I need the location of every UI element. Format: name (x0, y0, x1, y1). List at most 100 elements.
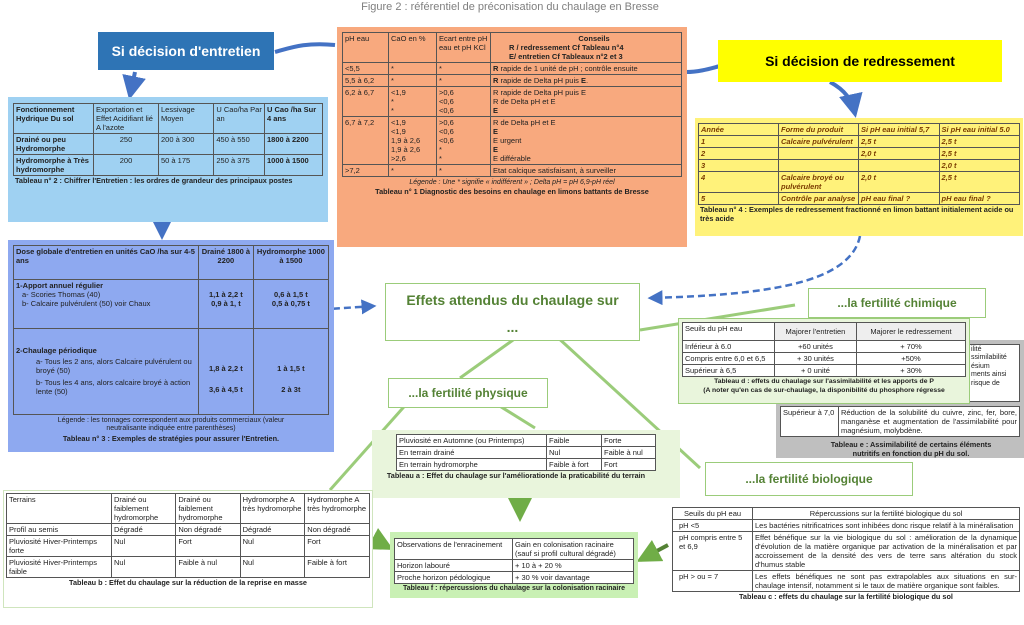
arrow-t4-to-effets (647, 235, 862, 306)
tf-row: Proche horizon pédologique+ 30 % voir da… (394, 571, 634, 584)
t3-legend: Légende : les tonnages correspondent aux… (57, 417, 285, 433)
effets-attendus-box: Effets attendus du chaulage sur ... (385, 283, 640, 341)
t4-caption: Tableau n° 4 : Exemples de redressement … (700, 205, 1014, 223)
table-c-biologique: Seuils du pH eau Répercussions sur la fe… (670, 505, 1022, 623)
arrow-redressement-to-t4 (829, 80, 863, 118)
t1-cell: <5,5 (342, 62, 389, 75)
arrow-effets-to-chimique (639, 303, 796, 332)
label-fertilite-chimique: ...la fertilité chimique (808, 288, 986, 318)
td-row: Supérieur à 6,5+ 0 unité+ 30% (682, 364, 967, 377)
t1-cell: R rapide de 1 unité de pH ; contrôle ens… (490, 62, 682, 75)
arrow-physique-to-tb (328, 399, 412, 491)
tc-caption: Tableau c : effets du chaulage sur la fe… (739, 592, 953, 601)
effets-title: Effets attendus du chaulage sur (406, 292, 619, 308)
td-row: Compris entre 6,0 et 6,5+ 30 unités+50% (682, 352, 967, 365)
figure-title: Figure 2 : référentiel de préconisation … (361, 1, 659, 13)
ta-caption: Tableau a : Effet du chaulage sur l'amél… (386, 471, 646, 480)
table-f-colonisation: Observations de l'enracinement Gain en c… (390, 532, 638, 598)
label-entretien: Si décision d'entretien (98, 32, 274, 70)
t2-cell: 200 à 300 (157, 133, 215, 155)
t1-cell: 6,2 à 6,7 (342, 86, 389, 117)
t3-s1: 1-Apport annuel régulier (16, 281, 104, 291)
arrow-t1-to-entretien (274, 42, 336, 54)
arrow-effets-to-physique (459, 333, 521, 380)
t1-header-cao: CaO en % (388, 32, 437, 63)
t3-s1b: b- Calcaire pulvérulent (50) voir Chaux (22, 299, 151, 309)
t4-header-forme: Forme du produit (778, 123, 859, 136)
table-b-reprise-masse: Terrains Drainé ou faiblement hydromorph… (3, 490, 373, 608)
table-2-entretien: Fonctionnement Hydrique Du sol Exportati… (8, 97, 328, 222)
label-redressement: Si décision de redressement (718, 40, 1002, 82)
tb-header-c3: Hydromorphe A très hydromorphe (239, 493, 306, 524)
t1-cell: <1,9** (388, 86, 437, 117)
t2-cell: 1000 à 1500 (263, 154, 324, 176)
t1-cell: * (436, 164, 491, 177)
table-a-praticabilite: Pluviosité en Automne (ou Printemps)Faib… (372, 430, 680, 498)
tf-header-obs: Observations de l'enracinement (394, 538, 513, 560)
td-header-redressement: Majorer le redressement (855, 322, 967, 341)
t3-s2a-v2: 1 à 1,5 t (277, 364, 305, 374)
t3-s1a-v2: 0,6 à 1,5 t (274, 290, 308, 300)
t3-s2b-v1: 3,6 à 4,5 t (209, 385, 243, 395)
arrow-tb-to-tf (366, 528, 394, 550)
td-caption: Tableau d : effets du chaulage sur l'ass… (714, 378, 934, 385)
effets-dots: ... (506, 318, 519, 335)
table-1-diagnostic: pH eau CaO en % Ecart entre pH eau et pH… (337, 27, 687, 247)
t3-s2a-v1: 1,8 à 2,2 t (209, 364, 243, 374)
table-3-strategies: Dose globale d'entretien en unités CaO /… (8, 240, 334, 452)
ta-row: Pluviosité en Automne (ou Printemps)Faib… (396, 434, 656, 447)
t2-cell: Hydromorphe à Très hydromorphe (13, 154, 94, 176)
td-header-seuils: Seuils du pH eau (682, 322, 775, 341)
t2-header-export: Exportation et Effet Acidifiant lié A l'… (93, 103, 159, 134)
t1-header-conseils: Conseils (578, 34, 610, 43)
t1-cell: >0,6<0,6<0,6** (436, 116, 491, 165)
tb-header-terrains: Terrains (6, 493, 112, 524)
t1-cell: * (436, 62, 491, 75)
t1-row: <5,5 * * R rapide de 1 unité de pH ; con… (342, 62, 682, 75)
arrow-tc-to-tf (636, 539, 669, 562)
t1-legend: Légende : Une * signifie « indifférent »… (409, 179, 615, 186)
tb-header-c4: Hydromorphe A très hydromorphe (304, 493, 370, 524)
t3-header-draine: Drainé 1800 à 2200 (198, 244, 254, 281)
t1-conseils-e: E/ entretien Cf Tableaux n°2 et 3 (509, 52, 623, 61)
t1-caption: Tableau n° 1 Diagnostic des besoins en c… (375, 187, 649, 197)
t1-cell: R rapide de Delta pH puis E. (490, 74, 682, 87)
t1-header-ecart: Ecart entre pH eau et pH KCl (436, 32, 491, 63)
t2-row: Hydromorphe à Très hydromorphe 200 50 à … (13, 154, 324, 176)
t1-cell: * (388, 164, 437, 177)
t3-s1b-v1: 0,9 à 1, t (211, 299, 241, 309)
tb-caption: Tableau b : Effet du chaulage sur la réd… (69, 578, 307, 587)
t3-caption: Tableau n° 3 : Exemples de stratégies po… (62, 433, 280, 443)
table-d-phosphore: Seuils du pH eau Majorer l'entretien Maj… (678, 318, 970, 404)
t1-cell: 5,5 à 6,2 (342, 74, 389, 87)
t1-cell: Etat calcique satisfaisant, à surveiller (490, 164, 682, 177)
t2-row: Drainé ou peu Hydromorphe 250 200 à 300 … (13, 133, 324, 155)
t3-header-hydro: Hydromorphe 1000 à 1500 (252, 244, 330, 281)
label-fertilite-physique: ...la fertilité physique (388, 378, 548, 408)
t3-s1a-v1: 1,1 à 2,2 t (209, 290, 243, 300)
t3-s1a: a- Scories Thomas (40) (22, 290, 101, 300)
t1-cell: 6,7 à 7,2 (342, 116, 389, 165)
tf-caption: Tableau f : répercussions du chaulage su… (403, 585, 625, 592)
t2-cell: 250 à 375 (213, 154, 265, 176)
t3-header-dose: Dose globale d'entretien en unités CaO /… (13, 244, 199, 281)
t1-cell: >7,2 (342, 164, 389, 177)
t2-header-fonct: Fonctionnement Hydrique Du sol (13, 103, 94, 134)
t2-cell: 450 à 550 (213, 133, 265, 155)
t1-cell: * (388, 62, 437, 75)
t1-row: 5,5 à 6,2 * * R rapide de Delta pH puis … (342, 74, 682, 87)
arrow-entretien-to-t2 (122, 71, 146, 100)
t3-s2b-v2: 2 à 3t (281, 385, 301, 395)
